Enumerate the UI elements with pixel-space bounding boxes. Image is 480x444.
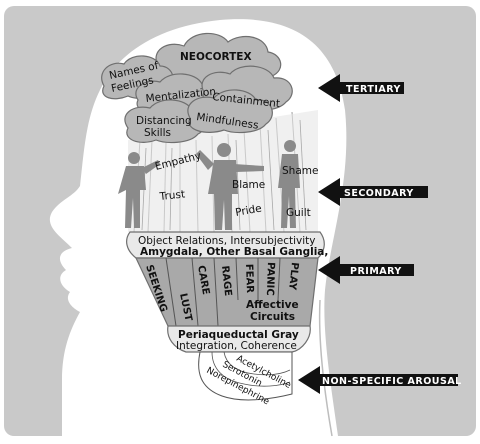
arrow-primary: PRIMARY xyxy=(318,256,414,284)
arrow-secondary: SECONDARY xyxy=(318,178,428,206)
band-amygdala: Amygdala, Other Basal Ganglia, xyxy=(140,246,328,258)
circuit-rage: RAGE xyxy=(219,265,233,297)
neocortex-title: NEOCORTEX xyxy=(180,51,252,63)
cloud-label-distancing: Distancing xyxy=(136,115,192,127)
arrow-arousal: NON-SPECIFIC AROUSAL xyxy=(298,366,462,394)
level-primary: PRIMARY xyxy=(350,266,402,277)
circuit-play: PLAY xyxy=(286,262,300,291)
circuit-care: CARE xyxy=(195,265,211,296)
figure-middle xyxy=(196,143,264,230)
cloud-label-skills: Skills xyxy=(144,127,171,139)
arrow-tertiary: TERTIARY xyxy=(318,74,404,102)
word-pride: Pride xyxy=(234,203,262,219)
level-secondary: SECONDARY xyxy=(344,188,414,199)
affective-label-1: Affective xyxy=(246,299,299,311)
circuit-dividers xyxy=(165,257,281,327)
band-integration: Integration, Coherence xyxy=(176,340,297,352)
brainstem-arc-1 xyxy=(211,351,291,387)
figure-left xyxy=(118,152,160,228)
neocortex-clouds xyxy=(101,32,293,144)
word-shame: Shame xyxy=(282,165,318,177)
circuit-panic: PANIC xyxy=(264,262,276,296)
circuit-fear: FEAR xyxy=(243,264,255,294)
word-guilt: Guilt xyxy=(286,207,311,219)
figure-right xyxy=(278,140,300,228)
neck-line xyxy=(318,299,333,437)
band-object-relations: Object Relations, Intersubjectivity xyxy=(138,235,316,247)
level-tertiary: TERTIARY xyxy=(346,84,401,95)
word-trust: Trust xyxy=(158,188,186,203)
brainstem-arc-2 xyxy=(223,351,291,376)
word-blame: Blame xyxy=(232,179,265,191)
affective-label-2: Circuits xyxy=(250,311,295,323)
band-periaqueductal: Periaqueductal Gray xyxy=(178,329,299,341)
brainstem-outer xyxy=(198,351,293,401)
level-arousal: NON-SPECIFIC AROUSAL xyxy=(322,376,462,387)
cloud-mindfulness xyxy=(187,89,273,134)
